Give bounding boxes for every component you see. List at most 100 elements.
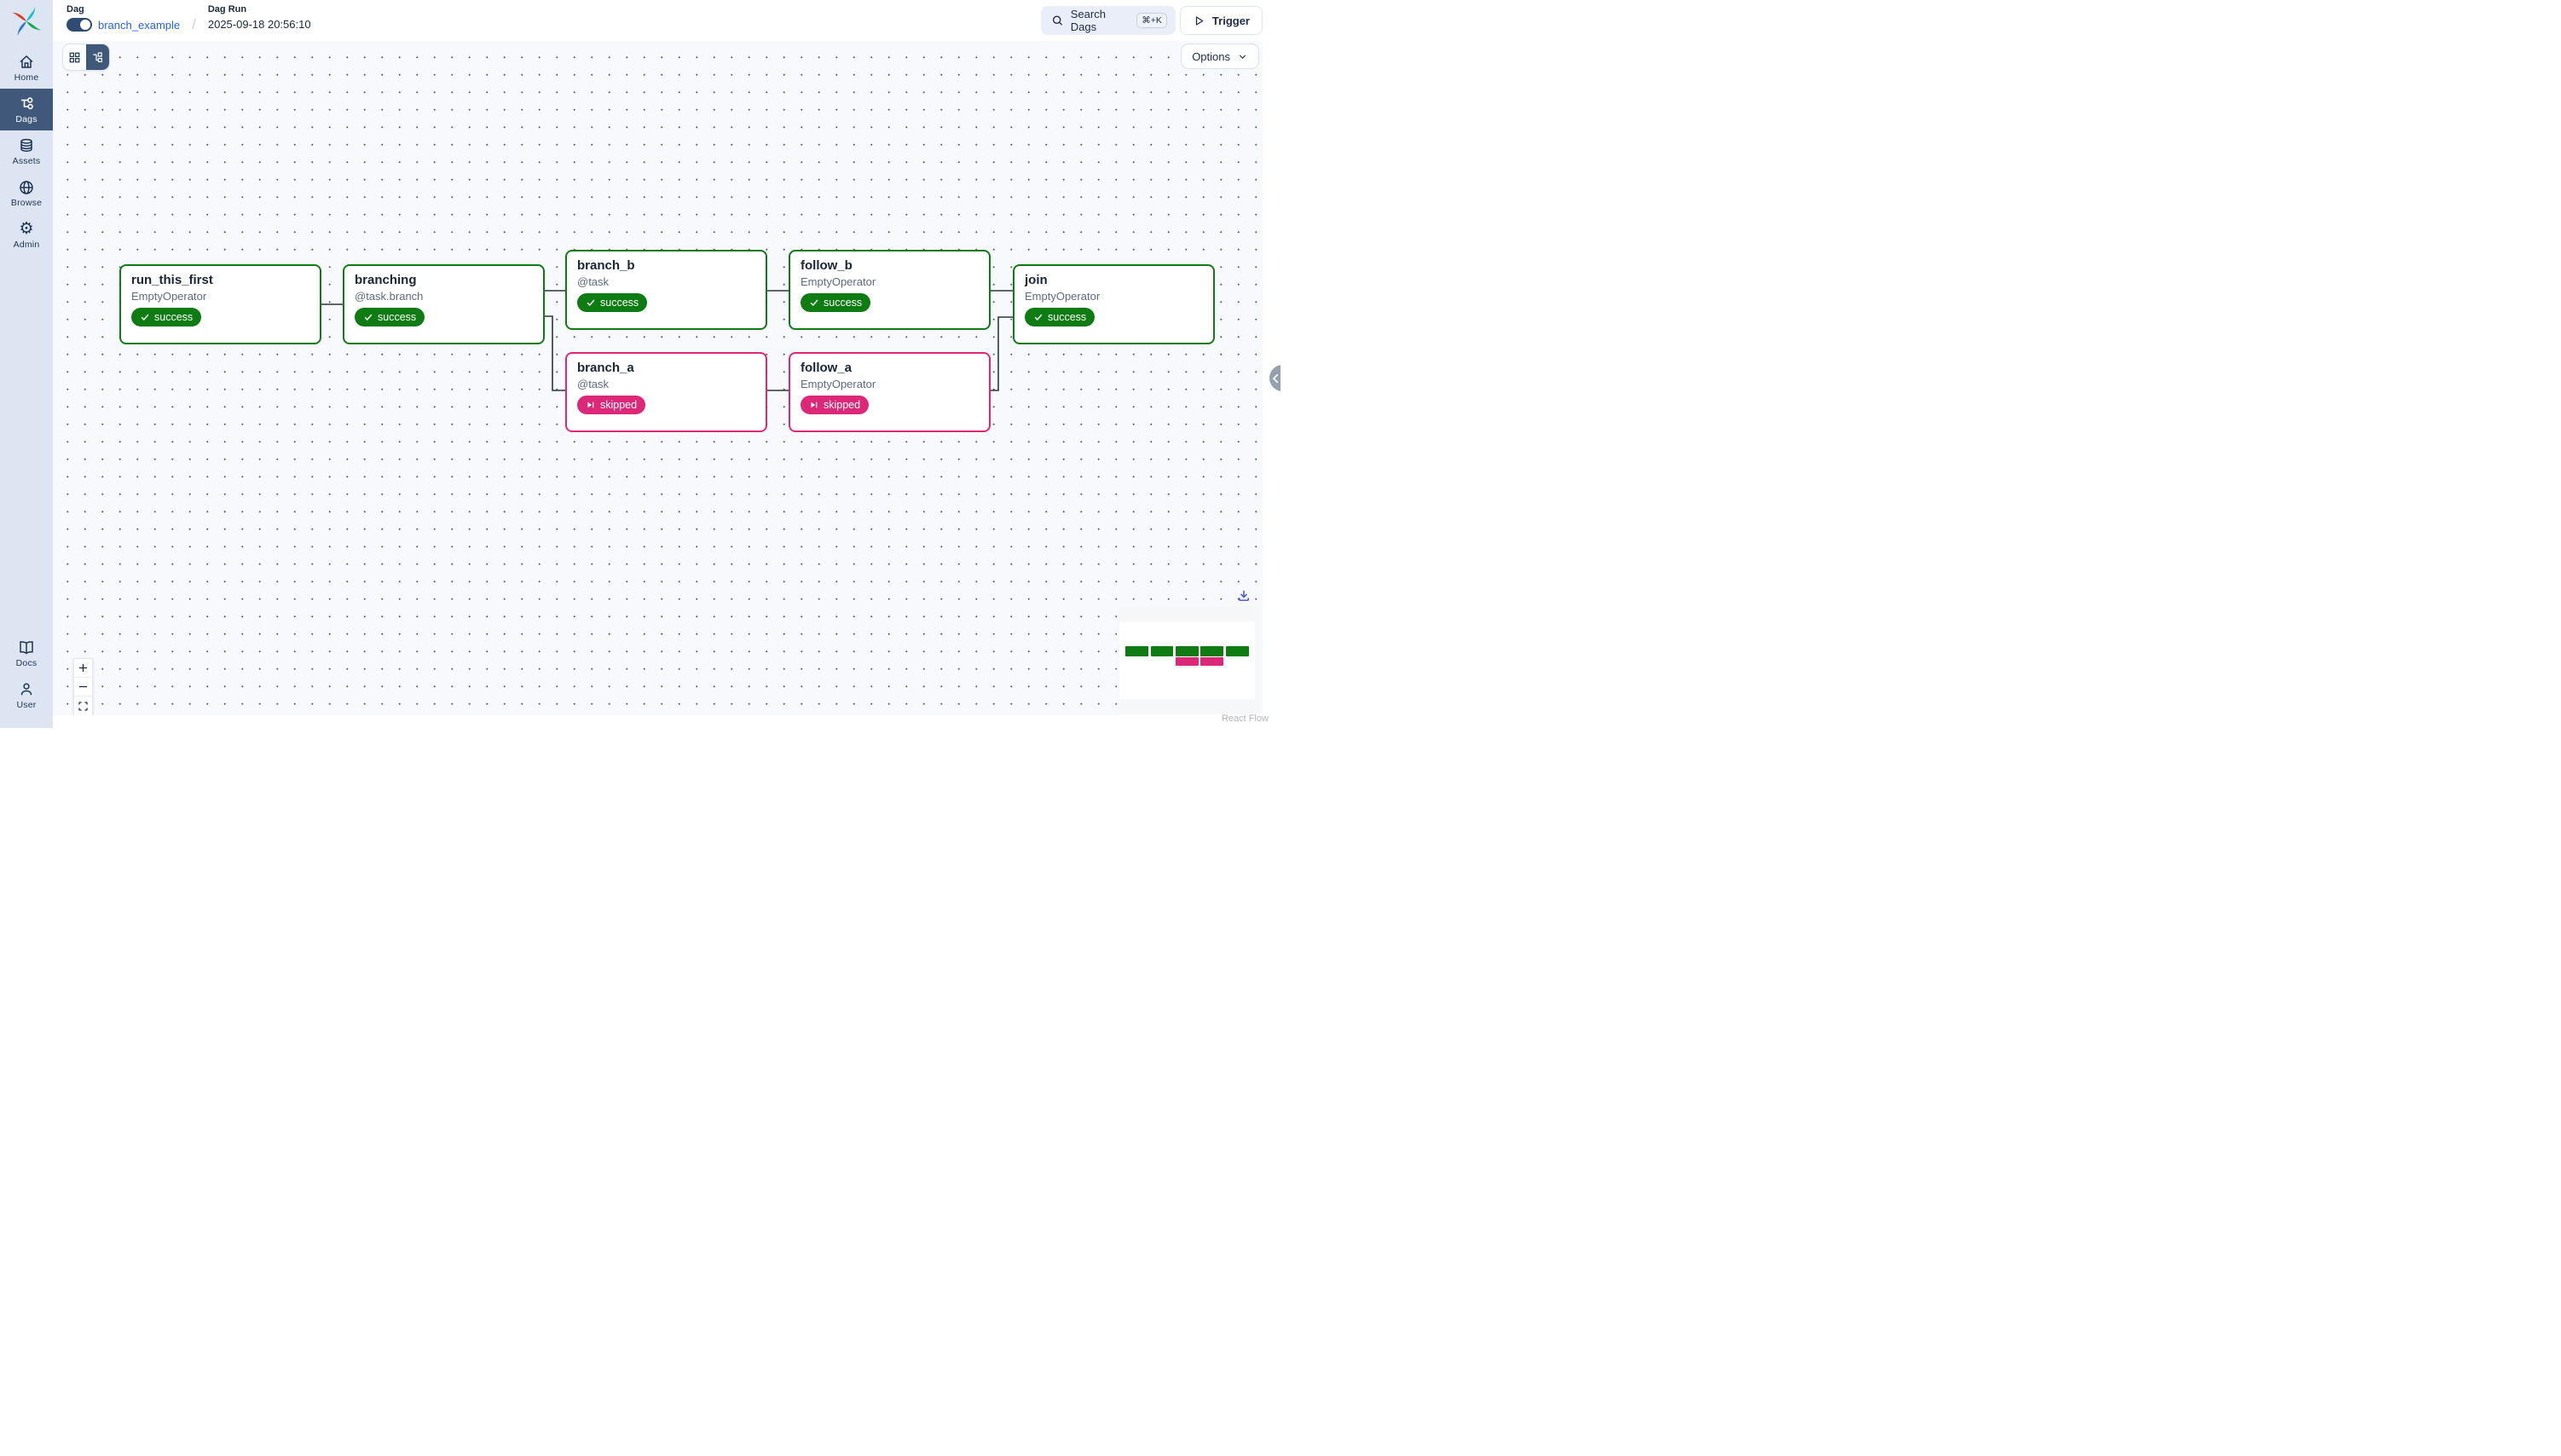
task-operator: EmptyOperator (1025, 289, 1101, 303)
minimap-node-branch_a (1176, 657, 1199, 666)
logo-blade-blue (17, 21, 26, 37)
task-operator: @task (577, 377, 610, 390)
status-badge-skipped: skipped (801, 396, 870, 415)
minimap-node-branch_b (1176, 646, 1199, 656)
task-node-run_this_first[interactable]: run_this_first EmptyOperator success (119, 264, 321, 344)
sidebar-item-assets[interactable]: Assets (0, 130, 53, 172)
dag-branch-icon (21, 96, 33, 109)
skip-forward-icon (587, 402, 594, 408)
minimap-node-run_this_first (1125, 646, 1148, 656)
trigger-label: Trigger (1211, 14, 1250, 27)
header-actions: Search Dags ⌘+K Trigger (1040, 6, 1263, 35)
header: Dag branch_example / Dag Run 2025-09-18 … (53, 0, 1280, 41)
home-icon (20, 55, 33, 68)
status-badge-success: success (577, 293, 648, 313)
task-node-join[interactable]: join EmptyOperator success (1013, 264, 1215, 344)
dag-name-link[interactable]: branch_example (98, 18, 181, 32)
task-title: branch_a (577, 361, 634, 375)
status-badge-success: success (131, 308, 202, 327)
sidebar-item-home[interactable]: Home (0, 47, 53, 89)
chevron-down-icon (1239, 54, 1246, 59)
sidebar-item-label: Assets (12, 155, 41, 166)
check-icon (587, 299, 595, 307)
zoom-in-button[interactable] (74, 659, 92, 678)
breadcrumb-separator: / (192, 16, 196, 32)
grid-icon (69, 52, 80, 62)
breadcrumb: Dag branch_example / Dag Run 2025-09-18 … (66, 4, 311, 33)
task-operator: EmptyOperator (801, 377, 876, 390)
dag-graph-canvas[interactable]: Options run_this_first EmptyOperator suc… (53, 41, 1263, 715)
dag-enabled-toggle[interactable] (66, 18, 92, 32)
check-icon (364, 314, 373, 321)
task-node-follow_b[interactable]: follow_b EmptyOperator success (789, 250, 991, 330)
check-icon (141, 314, 149, 321)
dag-run-timestamp: 2025-09-18 20:56:10 (207, 18, 311, 31)
minimap-node-follow_b (1200, 646, 1223, 656)
sidebar-item-browse[interactable]: Browse (0, 172, 53, 214)
logo-blade-teal (26, 6, 36, 21)
task-node-branch_b[interactable]: branch_b @task success (565, 250, 767, 330)
status-label: success (824, 297, 863, 309)
search-label: Search Dags (1070, 8, 1106, 33)
task-operator: @task (577, 274, 610, 288)
sidebar-item-label: Home (14, 72, 39, 83)
sidebar-item-admin[interactable]: ⚙ Admin (0, 214, 53, 256)
status-badge-success: success (801, 293, 871, 313)
edge-layer (321, 290, 1013, 391)
minimap[interactable] (1117, 606, 1260, 714)
search-shortcut: ⌘+K (1136, 13, 1167, 28)
task-title: branching (355, 273, 417, 287)
search-dags-button[interactable]: Search Dags ⌘+K (1040, 6, 1176, 35)
sidebar-bottom-nav: Docs User (0, 633, 53, 716)
sidebar-item-docs[interactable]: Docs (0, 633, 53, 674)
sidebar-nav: Home Dags Assets Browse (0, 47, 53, 256)
sidebar-item-label: Admin (13, 239, 40, 250)
sidebar: Home Dags Assets Browse (0, 0, 53, 728)
task-operator: EmptyOperator (801, 274, 876, 288)
dag-label: Dag (66, 4, 84, 14)
edge-branching-branch_a (545, 315, 565, 391)
task-operator: EmptyOperator (131, 289, 207, 303)
expand-panel-button[interactable] (1269, 365, 1280, 391)
status-label: success (154, 311, 194, 324)
airflow-logo[interactable] (9, 4, 43, 38)
graph-view-button[interactable] (86, 44, 109, 70)
toggle-knob (80, 20, 90, 30)
options-button[interactable]: Options (1181, 43, 1259, 69)
grid-view-button[interactable] (63, 44, 86, 70)
task-operator: @task.branch (355, 289, 424, 303)
trigger-button[interactable]: Trigger (1179, 6, 1263, 35)
search-icon (1052, 15, 1062, 26)
fit-view-button[interactable] (74, 696, 92, 715)
sidebar-item-user[interactable]: User (0, 674, 53, 716)
fit-view-icon (78, 701, 88, 711)
task-node-follow_a[interactable]: follow_a EmptyOperator skipped (789, 352, 991, 432)
zoom-out-button[interactable] (74, 678, 92, 696)
chevron-left-icon (1272, 373, 1278, 383)
plus-icon (78, 663, 88, 673)
react-flow-attribution: React Flow (1221, 714, 1269, 724)
user-icon (20, 683, 32, 695)
download-icon (1239, 590, 1249, 601)
gear-icon: ⚙ (19, 219, 34, 238)
task-title: follow_b (801, 258, 853, 273)
book-icon (20, 640, 33, 655)
task-node-branch_a[interactable]: branch_a @task skipped (565, 352, 767, 432)
logo-blade-green (26, 21, 42, 31)
status-label: success (378, 311, 417, 324)
sidebar-item-label: Docs (15, 657, 38, 668)
edge-follow_a-join (991, 316, 1013, 391)
minimap-node-follow_a (1200, 657, 1223, 666)
task-title: follow_a (801, 361, 853, 375)
minimap-viewport (1119, 622, 1255, 699)
logo-blade-red (11, 12, 26, 21)
download-graph-button[interactable] (1236, 588, 1252, 604)
task-title: join (1025, 273, 1048, 287)
task-node-branching[interactable]: branching @task.branch success (343, 264, 545, 344)
airflow-app: Home Dags Assets Browse (0, 0, 1280, 728)
options-label: Options (1192, 49, 1230, 63)
sidebar-item-dags[interactable]: Dags (0, 89, 53, 130)
minimap-node-join (1226, 646, 1249, 656)
minimap-node-branching (1151, 646, 1173, 656)
play-icon (1195, 15, 1204, 26)
